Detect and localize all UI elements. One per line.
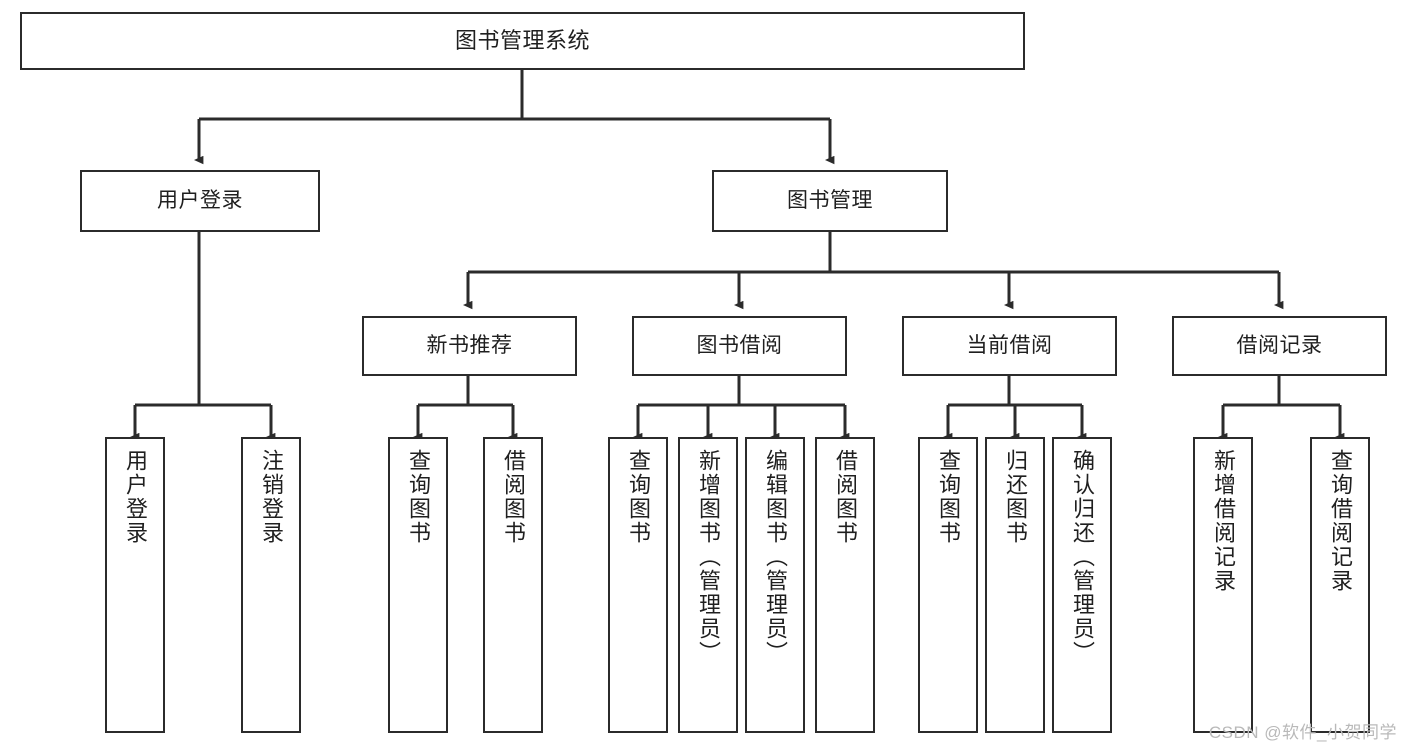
leaf-edit-book[interactable]: 编辑图书（管理员） xyxy=(745,437,805,733)
leaf-borrow-book-1[interactable]: 借阅图书 xyxy=(483,437,543,733)
leaf-add-record[interactable]: 新增借阅记录 xyxy=(1193,437,1253,733)
node-label: 新书推荐 xyxy=(426,333,513,357)
node-label: 借阅记录 xyxy=(1236,333,1323,357)
leaf-query-record[interactable]: 查询借阅记录 xyxy=(1310,437,1370,733)
node-label: 图书管理系统 xyxy=(454,28,590,54)
node-label: 借阅图书 xyxy=(833,449,858,545)
node-label: 归还图书 xyxy=(1003,449,1028,545)
leaf-return-book[interactable]: 归还图书 xyxy=(985,437,1045,733)
node-borrow-record[interactable]: 借阅记录 xyxy=(1172,316,1387,376)
node-label: 新增借阅记录 xyxy=(1211,449,1236,593)
node-label: 借阅图书 xyxy=(501,449,526,545)
leaf-confirm-return[interactable]: 确认归还（管理员） xyxy=(1052,437,1112,733)
node-label: 当前借阅 xyxy=(966,333,1053,357)
node-label: 图书管理 xyxy=(787,188,873,212)
leaf-user-login[interactable]: 用户登录 xyxy=(105,437,165,733)
leaf-query-book-2[interactable]: 查询图书 xyxy=(608,437,668,733)
node-user-login[interactable]: 用户登录 xyxy=(80,170,320,232)
leaf-logout-login[interactable]: 注销登录 xyxy=(241,437,301,733)
node-label: 用户登录 xyxy=(123,449,148,545)
node-label: 查询图书 xyxy=(406,449,431,545)
node-root-system[interactable]: 图书管理系统 xyxy=(20,12,1025,70)
node-label: 查询图书 xyxy=(936,449,961,545)
node-label: 查询借阅记录 xyxy=(1328,449,1353,593)
csdn-watermark: CSDN @软件_小贺同学 xyxy=(1208,723,1397,742)
node-label: 新增图书（管理员） xyxy=(696,449,721,665)
leaf-query-book-3[interactable]: 查询图书 xyxy=(918,437,978,733)
node-current-borrow[interactable]: 当前借阅 xyxy=(902,316,1117,376)
leaf-query-book-1[interactable]: 查询图书 xyxy=(388,437,448,733)
node-book-borrow[interactable]: 图书借阅 xyxy=(632,316,847,376)
node-label: 查询图书 xyxy=(626,449,651,545)
leaf-add-book[interactable]: 新增图书（管理员） xyxy=(678,437,738,733)
node-new-book-recommend[interactable]: 新书推荐 xyxy=(362,316,577,376)
node-label: 编辑图书（管理员） xyxy=(763,449,788,665)
node-label: 注销登录 xyxy=(259,449,284,545)
node-label: 用户登录 xyxy=(157,188,243,212)
node-label: 图书借阅 xyxy=(696,333,783,357)
leaf-borrow-book-2[interactable]: 借阅图书 xyxy=(815,437,875,733)
node-book-management[interactable]: 图书管理 xyxy=(712,170,948,232)
node-label: 确认归还（管理员） xyxy=(1070,449,1095,665)
